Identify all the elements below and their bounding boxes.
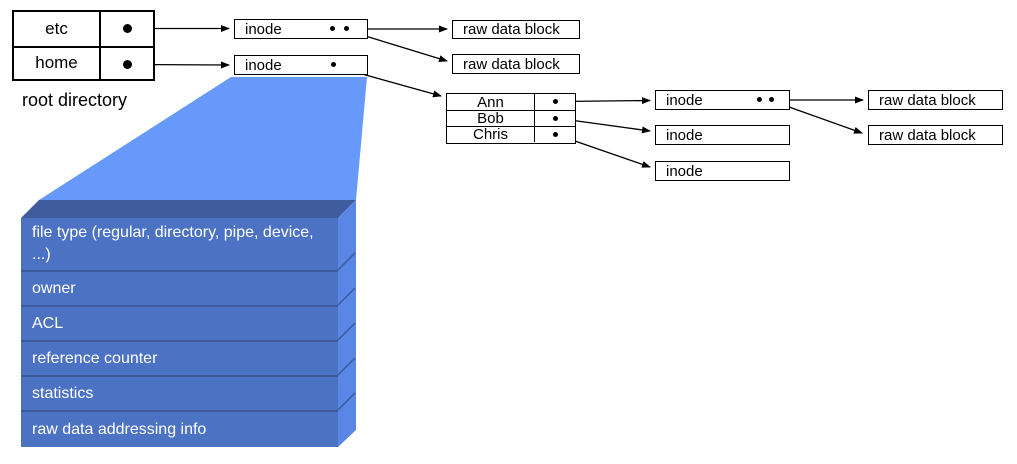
pointer-cell [535,111,575,126]
raw-data-block-4: raw data block [868,125,1003,145]
raw-data-block-2: raw data block [452,54,580,74]
pointer-dot [330,26,335,31]
inode-field-file-type: file type (regular, directory, pipe, dev… [21,218,338,270]
side-separator [337,322,356,341]
raw-data-block-label: raw data block [879,126,976,144]
raw-data-block-label: raw data block [879,91,976,109]
inode-box-chris: inode [655,161,790,181]
inode-box-label: inode [666,91,703,109]
pointer-dot [123,59,132,69]
table-row-home: home [14,45,153,80]
side-separator [337,392,356,411]
inode-detail-side-face [338,200,356,447]
pointer-dot [553,99,558,104]
inode-field-raw-data-addressing: raw data addressing info [21,410,338,447]
pointer-cell [535,94,575,110]
raw-data-block-3: raw data block [868,90,1003,110]
table-row-bob: Bob [447,110,575,127]
root-directory-label: root directory [22,90,128,110]
raw-data-block-label: raw data block [463,55,560,73]
table-row-ann: Ann [447,94,575,111]
table-row-chris: Chris [447,126,575,143]
pointer-dot [769,97,774,102]
entry-name: Bob [447,110,535,127]
inode-zoom-funnel [39,77,367,200]
inode-field-statistics: statistics [21,375,338,410]
entry-name: home [14,47,101,79]
inode-box-label: inode [245,20,282,38]
inode-detail-top-face [21,200,356,218]
raw-data-block-label: raw data block [463,21,560,38]
pointer-cell [101,48,153,80]
inode-box-label: inode [666,126,703,144]
inode-field-acl: ACL [21,305,338,340]
pointer-dot [344,26,349,31]
inode-box-label: inode [666,162,703,180]
inode-box-label: inode [245,56,282,74]
pointer-cell [535,127,575,142]
inode-field-owner: owner [21,270,338,305]
home-directory-table: Ann Bob Chris [446,93,576,144]
inode-box-ann: inode [655,90,790,110]
entry-name: etc [14,12,101,46]
inode-field-reference-counter: reference counter [21,340,338,375]
raw-data-block-1: raw data block [452,20,580,39]
table-row-etc: etc [14,12,153,46]
pointer-dot [553,116,558,121]
side-separator [337,252,356,271]
entry-name: Chris [447,126,535,143]
inode-box-home: inode [234,55,368,75]
pointer-dot [757,97,762,102]
pointer-dot [123,24,132,33]
inode-box-bob: inode [655,125,790,145]
pointer-cell [101,12,153,46]
entry-name: Ann [447,94,535,111]
inode-box-etc: inode [234,19,368,39]
side-separator [337,357,356,376]
root-directory-table: etc home [12,10,155,81]
pointer-dot [553,132,558,137]
pointer-dot [331,62,336,67]
side-separator [337,287,356,306]
